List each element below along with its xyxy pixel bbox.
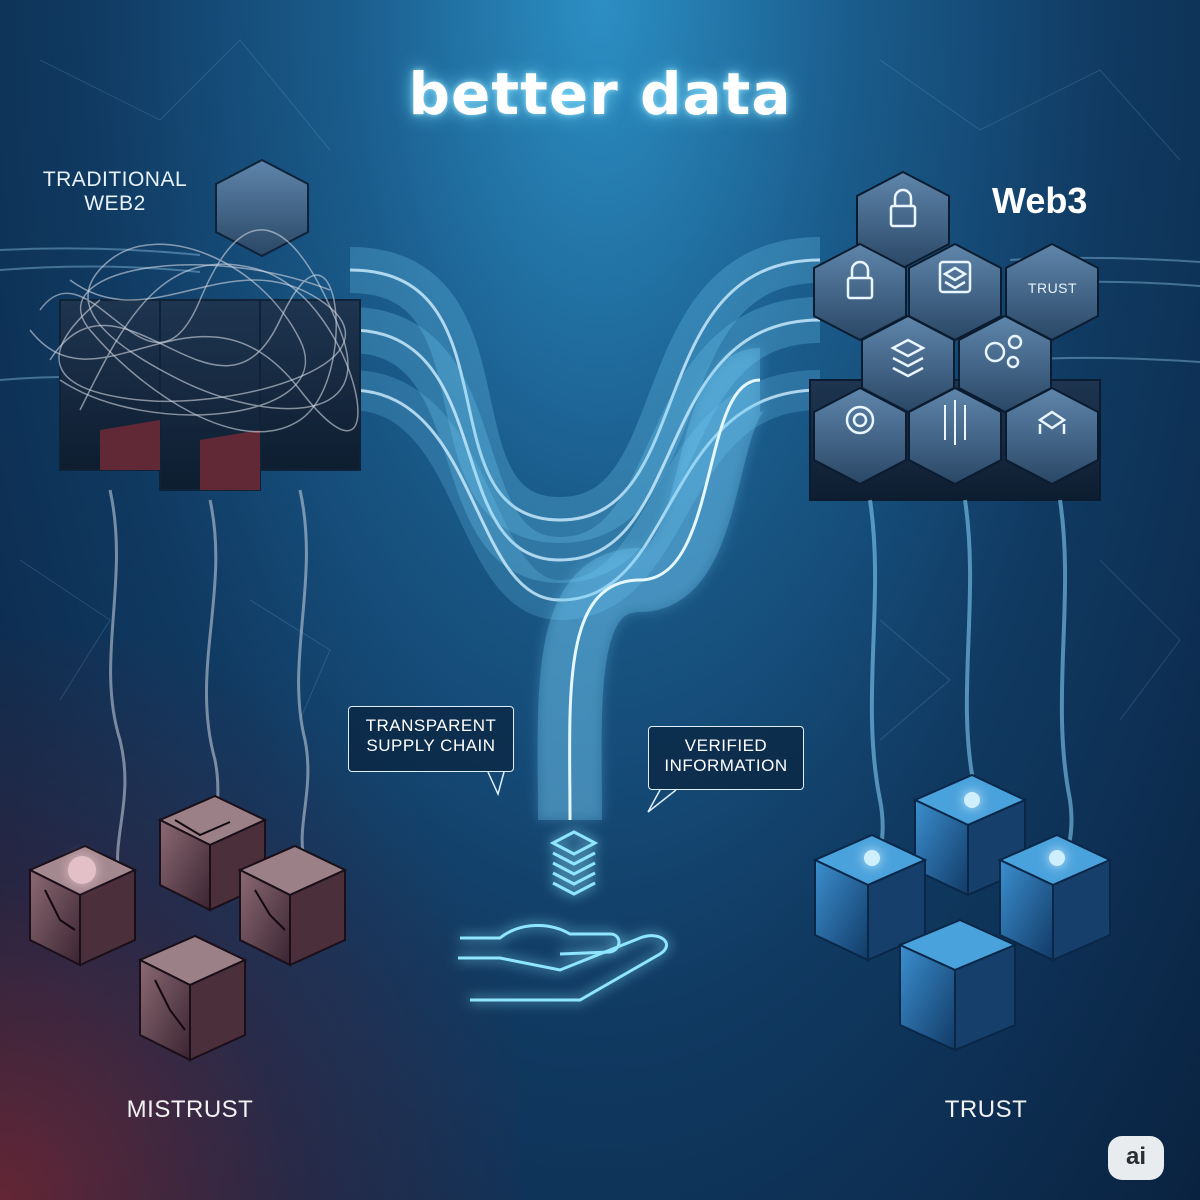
data-stack-icon [549,830,599,896]
web2-label: TRADITIONAL WEB2 [42,168,188,215]
web3-label: Web3 [992,180,1088,221]
callout-tails [487,771,677,813]
stack-icon [890,338,926,378]
network-lines [19,39,1181,741]
page-title: better data [408,60,792,128]
gear-icon [845,405,875,435]
lock-icon [889,188,917,228]
trust-cubes [812,773,1113,1052]
binary-icon [944,400,966,445]
layers-icon [938,260,972,294]
gears-icon [984,334,1023,369]
verified-information-callout: VERIFIED INFORMATION [648,726,804,790]
hand-icon [458,923,668,1002]
lock-icon [846,260,874,300]
mistrust-label: MISTRUST [126,1096,254,1123]
trust-glow-points [864,792,1065,866]
transparent-supply-chain-callout: TRANSPARENT SUPPLY CHAIN [348,706,514,772]
cracked-cubes [27,794,348,1062]
data-pipes [348,237,821,821]
trust-hex-label: TRUST [1027,280,1078,296]
cube-icon [1037,410,1067,434]
trust-label: TRUST [944,1096,1028,1123]
ai-badge: ai [1108,1136,1164,1180]
tangled-wires [29,229,359,433]
